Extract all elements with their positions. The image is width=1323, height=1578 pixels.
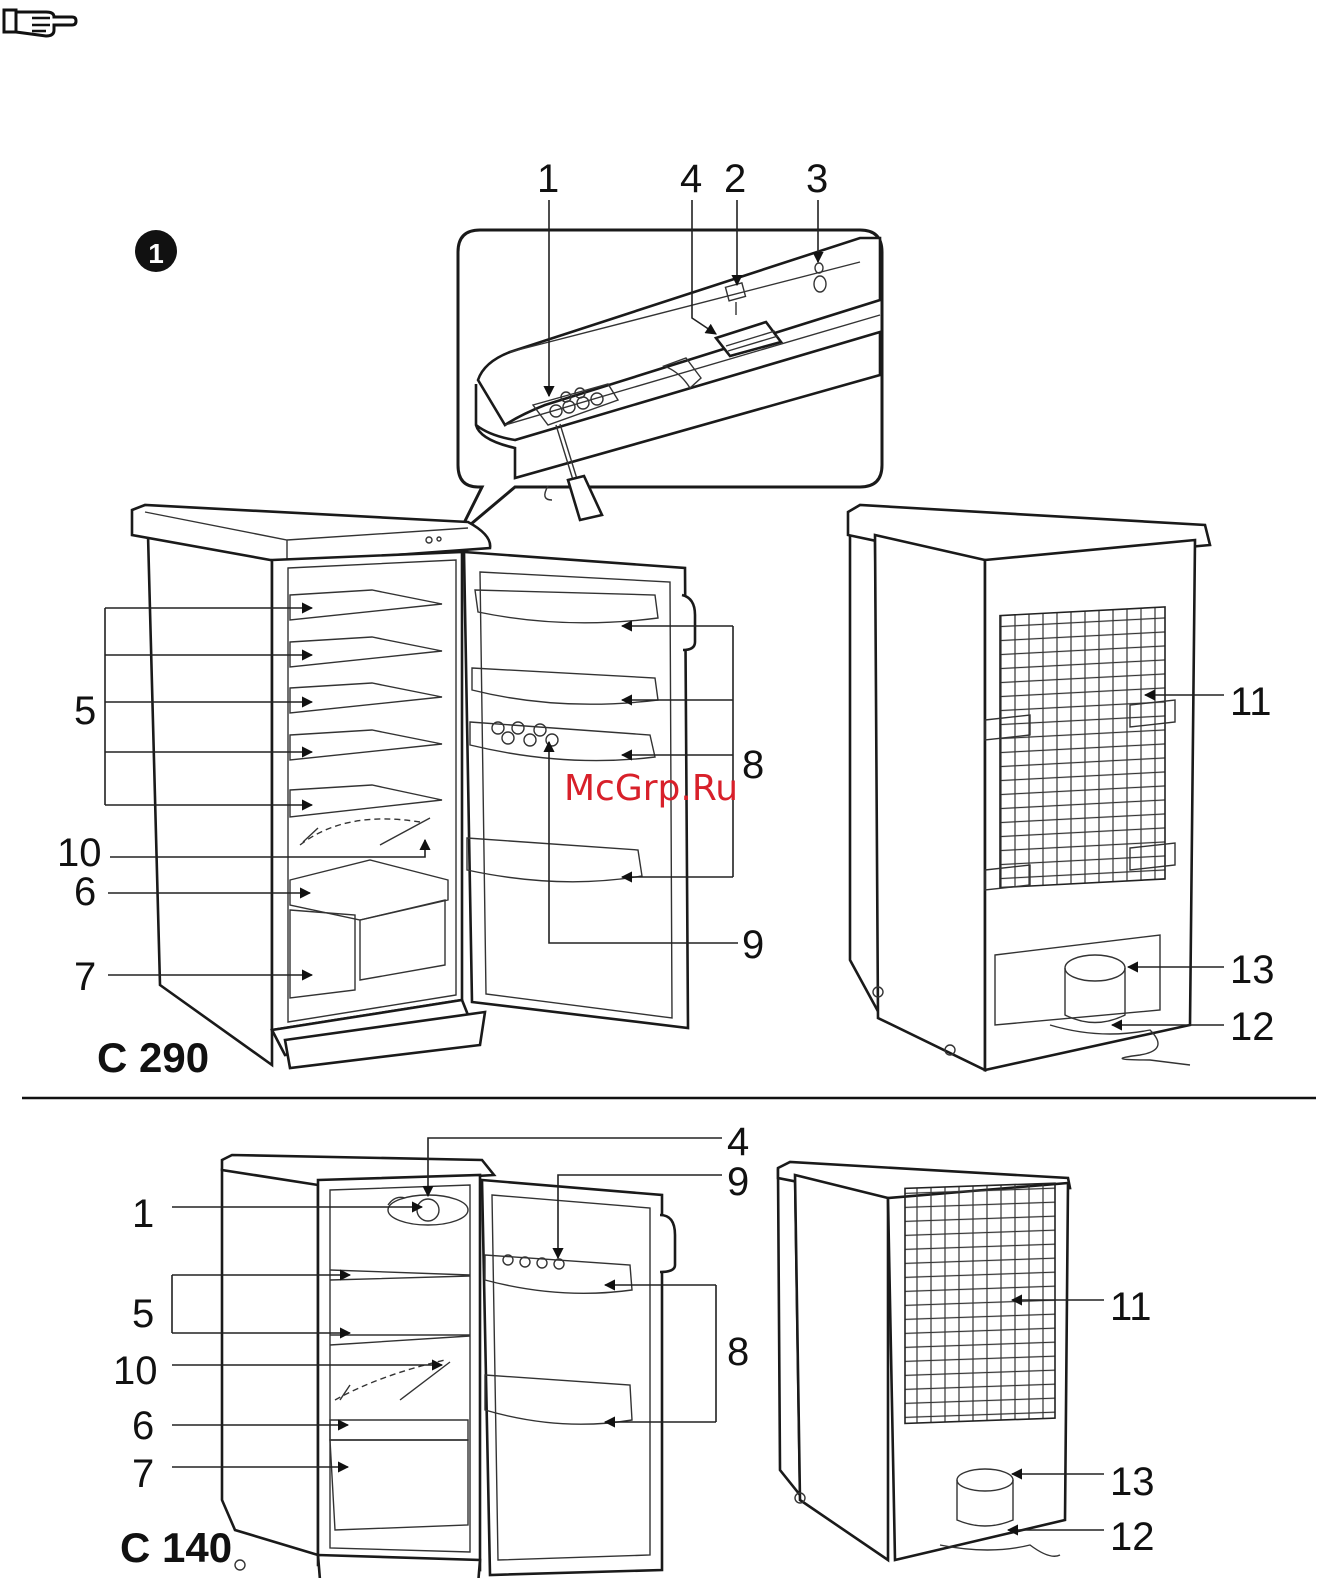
pointing-hand-icon — [4, 10, 76, 36]
control-panel-detail — [458, 230, 882, 535]
callout-c140-1: 1 — [132, 1192, 154, 1236]
callout-c290-7: 7 — [74, 955, 96, 999]
callout-c140-9: 9 — [727, 1160, 749, 1204]
callout-c290-12: 12 — [1230, 1005, 1275, 1049]
callout-c290-10: 10 — [57, 831, 102, 875]
callout-c290-detail-1: 1 — [537, 157, 559, 201]
callout-c140-5: 5 — [132, 1292, 154, 1336]
callout-c140-11: 11 — [1110, 1285, 1152, 1329]
c290-back-view — [848, 505, 1210, 1070]
watermark: McGrp.Ru — [564, 768, 738, 809]
callout-c290-5: 5 — [74, 689, 96, 733]
callout-c290-detail-3: 3 — [806, 157, 828, 201]
figure-number: 1 — [148, 238, 164, 269]
callout-c290-detail-4: 4 — [680, 157, 702, 201]
figure-number-badge: 1 — [135, 230, 177, 272]
callout-c290-13: 13 — [1230, 948, 1275, 992]
c140-front-view — [222, 1155, 675, 1578]
callout-c290-9: 9 — [742, 923, 764, 967]
c140-back-view — [778, 1162, 1070, 1560]
callout-c290-detail-2: 2 — [724, 157, 746, 201]
model-label-c290: C 290 — [97, 1034, 209, 1081]
callout-c290-11: 11 — [1230, 680, 1272, 724]
callout-c140-13: 13 — [1110, 1460, 1155, 1504]
callout-c140-12: 12 — [1110, 1515, 1155, 1559]
callout-c140-6: 6 — [132, 1404, 154, 1448]
callout-c140-10: 10 — [113, 1349, 158, 1393]
callout-c140-8: 8 — [727, 1330, 749, 1374]
callout-c140-4: 4 — [727, 1120, 749, 1164]
callout-c290-8: 8 — [742, 743, 764, 787]
model-label-c140: C 140 — [120, 1524, 232, 1571]
callout-c290-6: 6 — [74, 870, 96, 914]
callout-c140-7: 7 — [132, 1452, 154, 1496]
